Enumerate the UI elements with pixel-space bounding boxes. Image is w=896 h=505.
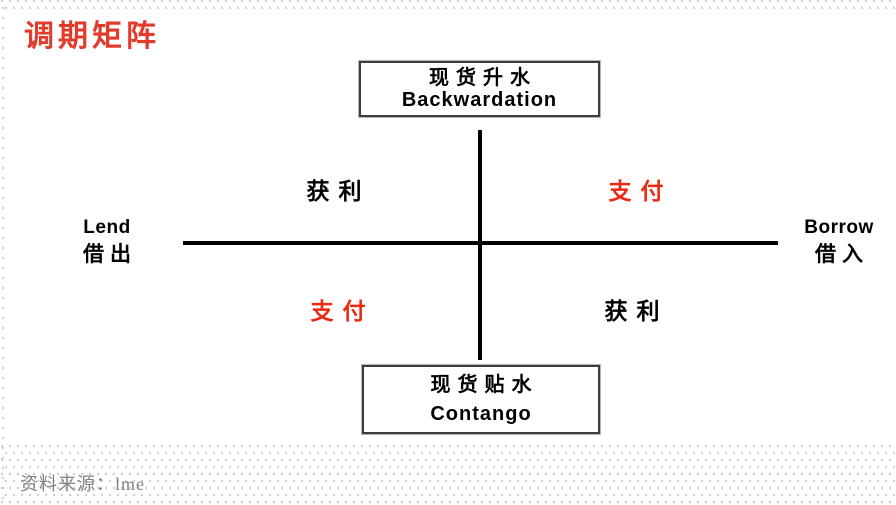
quadrant-label-bottom-right: 获利: [604, 298, 669, 324]
quadrant-label-top-right: 支付: [608, 178, 673, 204]
contango-label-cn: 现货贴水: [430, 374, 539, 397]
lend-label-en: Lend: [83, 217, 131, 238]
source-note: 资料来源：lme: [20, 474, 145, 494]
quadrant-label-bottom-left: 支付: [310, 298, 375, 324]
backwardation-label-cn: 现货升水: [429, 67, 537, 89]
dotted-texture-top: [0, 0, 896, 13]
contango-box: 现货贴水 Contango: [362, 365, 600, 434]
quadrant-label-top-left: 获利: [306, 178, 371, 204]
backwardation-box: 现货升水 Backwardation: [359, 61, 600, 117]
contango-label-en: Contango: [430, 402, 532, 425]
dotted-texture-left: [0, 0, 4, 505]
vertical-axis-line: [478, 130, 482, 360]
borrow-label-en: Borrow: [804, 217, 874, 238]
backwardation-label-en: Backwardation: [401, 89, 558, 111]
lend-label-cn: 借出: [83, 242, 137, 266]
borrow-label-cn: 借入: [815, 242, 869, 266]
borrow-label: Borrow 借入: [784, 215, 894, 269]
dotted-texture-bottom: [0, 445, 896, 505]
page-title: 调期矩阵: [24, 20, 160, 53]
lend-label: Lend 借出: [52, 215, 162, 269]
